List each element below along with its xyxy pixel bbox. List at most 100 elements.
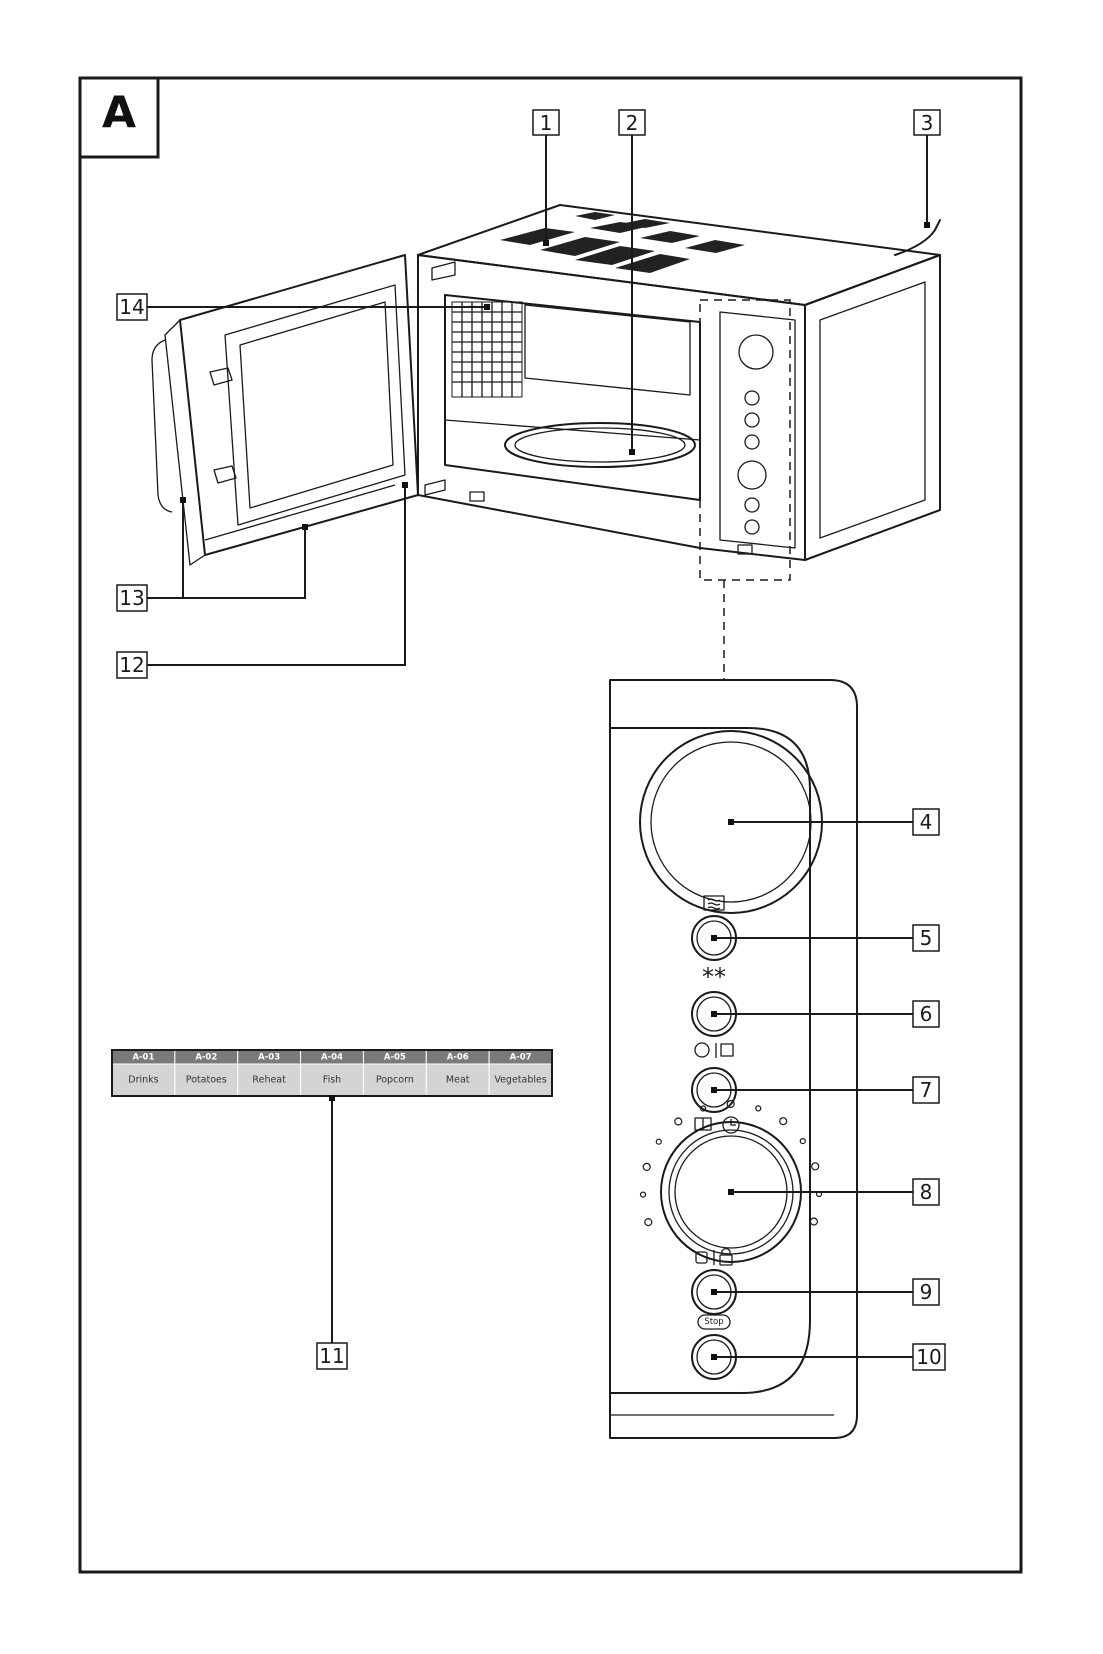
callout-8: 8 xyxy=(912,1178,940,1206)
front-control-column xyxy=(719,311,796,549)
door-latch-bottom xyxy=(424,479,446,496)
child-lock-icon-shackle xyxy=(721,1247,731,1255)
panel-outline xyxy=(609,679,858,1439)
callout-10: 10 xyxy=(912,1343,946,1371)
callout-9: 9 xyxy=(912,1278,940,1306)
timer-clock-icon xyxy=(722,1116,740,1134)
zoom-indicator-box xyxy=(699,299,791,581)
callout-13: 13 xyxy=(116,584,148,612)
knob-scale-dot xyxy=(811,1162,820,1171)
program-name: Potatoes xyxy=(186,1075,227,1086)
callout-5-label: 5 xyxy=(920,926,933,950)
program-code: A-05 xyxy=(384,1053,406,1063)
cavity-back-wall xyxy=(524,304,691,396)
mini-button-4 xyxy=(744,497,760,513)
callout-12-label: 12 xyxy=(119,653,144,677)
knob-scale-dot xyxy=(809,1217,819,1226)
knob-scale-dot xyxy=(699,1105,707,1112)
callout-4-label: 4 xyxy=(920,810,933,834)
child-lock-icon xyxy=(719,1254,733,1266)
program-table-body-cell xyxy=(488,1063,553,1097)
knob-scale-dot xyxy=(755,1105,762,1112)
callout-14-label: 14 xyxy=(119,295,144,319)
figure-label: A xyxy=(102,88,136,139)
program-name: Meat xyxy=(446,1075,470,1086)
program-table-body-cell xyxy=(425,1063,490,1097)
callout-11-label: 11 xyxy=(319,1344,344,1368)
program-table-body-cell xyxy=(174,1063,239,1097)
mini-knob xyxy=(737,460,767,490)
callout-9-label: 9 xyxy=(920,1280,933,1304)
door-hook-bottom xyxy=(213,465,237,484)
callout-1-label: 1 xyxy=(540,111,553,135)
knob-scale-dot xyxy=(642,1162,651,1172)
mini-button-5 xyxy=(744,519,760,535)
callout-3: 3 xyxy=(913,109,941,136)
mini-button-3 xyxy=(744,434,760,450)
callout-10-label: 10 xyxy=(916,1345,941,1369)
program-code: A-07 xyxy=(510,1053,532,1063)
door-latch-top xyxy=(431,261,456,281)
microwave-power-icon xyxy=(703,895,725,911)
right-side-inset xyxy=(819,281,926,539)
figure-label-box xyxy=(80,76,160,159)
door-window-inner xyxy=(239,301,394,509)
door-outer xyxy=(179,254,419,556)
door-window-outer xyxy=(224,284,406,526)
callout-3-label: 3 xyxy=(921,111,934,135)
callouts: 1 2 3 4 5 6 7 8 9 10 11 12 13 14 xyxy=(116,109,946,1371)
program-name: Fish xyxy=(323,1075,341,1086)
child-lock-icon-open xyxy=(695,1251,708,1264)
callout-5: 5 xyxy=(912,924,940,952)
knob-scale-dots xyxy=(639,1099,823,1227)
leader-12 xyxy=(147,485,406,666)
control-panel-detail: ** Stop xyxy=(609,679,858,1439)
turntable xyxy=(504,422,696,468)
microwave-top xyxy=(417,204,941,306)
callout-2-label: 2 xyxy=(626,111,639,135)
express-icon xyxy=(720,1043,734,1057)
program-code: A-01 xyxy=(132,1053,154,1063)
leader-dots xyxy=(180,222,930,1360)
mini-display xyxy=(738,334,774,370)
callout-4: 4 xyxy=(912,808,940,836)
defrost-icon: ** xyxy=(702,963,726,991)
program-code: A-06 xyxy=(447,1053,469,1063)
callout-12: 12 xyxy=(116,651,148,679)
turntable-inner xyxy=(514,427,686,463)
callout-6: 6 xyxy=(912,1000,940,1028)
cavity-floor-line xyxy=(444,419,701,441)
program-code: A-03 xyxy=(258,1053,280,1063)
knob-scale-dot xyxy=(639,1191,647,1198)
top-vents xyxy=(500,212,745,273)
figure-frame xyxy=(78,76,1023,1574)
power-cord xyxy=(894,219,941,256)
knob-scale-dot xyxy=(674,1117,683,1126)
program-code: A-04 xyxy=(321,1053,343,1063)
leader-13 xyxy=(147,527,306,599)
door-hook-top xyxy=(209,367,233,386)
callout-14: 14 xyxy=(116,293,148,321)
microwave-power-icon-waves xyxy=(707,898,721,910)
mini-button-2 xyxy=(744,412,760,428)
callout-8-label: 8 xyxy=(920,1180,933,1204)
foot-front xyxy=(469,491,485,502)
stop-icon-label: Stop xyxy=(704,1317,723,1327)
door-handle xyxy=(151,339,173,513)
callout-2: 2 xyxy=(618,109,646,136)
open-door xyxy=(151,254,419,566)
program-table-body-cell xyxy=(362,1063,427,1097)
microwave-overview xyxy=(417,204,941,561)
callout-11: 11 xyxy=(316,1342,348,1370)
knob-scale-dot xyxy=(799,1137,806,1145)
panel-inner-contour xyxy=(609,727,811,1394)
program-name: Drinks xyxy=(128,1075,158,1086)
callout-7-label: 7 xyxy=(920,1078,933,1102)
knob-scale-dot xyxy=(726,1099,735,1109)
callout-6-label: 6 xyxy=(920,1002,933,1026)
program-table-body-cell xyxy=(237,1063,302,1097)
program-name: Vegetables xyxy=(494,1075,547,1086)
clock-icon xyxy=(694,1042,710,1058)
foot-right xyxy=(737,544,753,555)
